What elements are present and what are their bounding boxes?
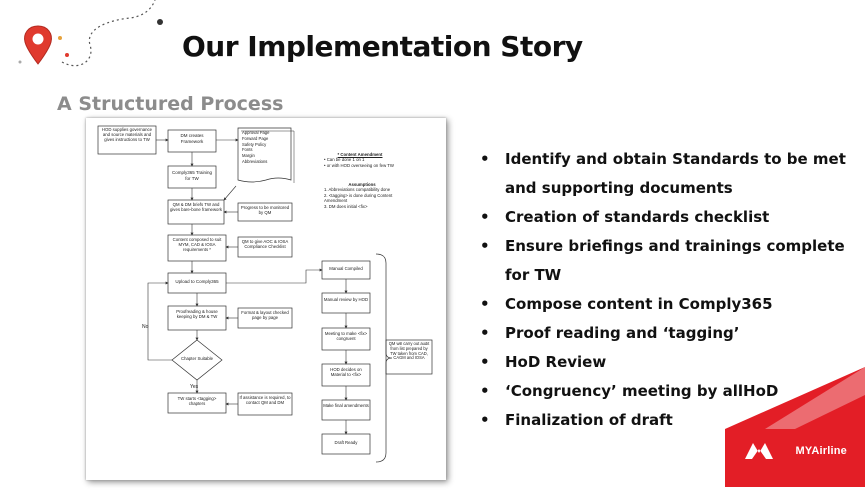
flow-right-meeting: Meeting to make <fix> congruent [321, 327, 371, 351]
slide-title: Our Implementation Story [182, 30, 583, 63]
flow-side-qm-checklist: QM to give AOC & IOSA Compliance Checkli… [237, 236, 293, 258]
flow-box-comply-training: Comply365 Training for TW [167, 165, 217, 189]
flow-label-yes: Yes [190, 384, 199, 390]
flow-note-assumptions: Assumptions 1. Abbreviations compatibili… [324, 182, 392, 209]
brand-name: MYAirline [795, 445, 847, 457]
flow-right-manual-compiled: Manual Compiled [321, 260, 371, 280]
brand-corner [725, 367, 865, 487]
process-flowchart: HOD supplies governance and source mater… [86, 118, 446, 480]
flow-right-hod-decides: HOD decides on Material to <fix> [321, 363, 371, 387]
flow-side-progress: Progress to be monitored by QM [237, 202, 293, 222]
list-item: Proof reading and ‘tagging’ [480, 319, 850, 348]
flow-box-proofreading: Proofreading & house keeping by DM & TW [167, 305, 227, 331]
flow-box-tw-tagging: TW starts <tagging> chapters [167, 392, 227, 414]
flow-side-format-check: Format & layout checked page by page [237, 307, 293, 329]
decor-map-pin [0, 0, 200, 90]
flow-doc-framework-items: Approval Page Forward Page Safety Policy… [237, 127, 295, 183]
flow-box-upload: Upload to Comply365 [167, 272, 227, 294]
flow-note-audit: QM will carry out audit from list prepar… [385, 339, 433, 375]
list-item: Finalization of draft [480, 406, 850, 435]
flow-label-no: No [142, 324, 149, 330]
process-steps-list: Identify and obtain Standards to be met … [480, 145, 850, 435]
flow-diamond-chapter-suitable: Chapter Suitable [171, 339, 223, 381]
flow-box-dm-creates-framework: DM creates Framework [167, 129, 217, 153]
flow-right-final-amendments: Make final amendments [321, 399, 371, 421]
flow-right-draft-ready: Draft Ready [321, 433, 371, 455]
slide-subtitle: A Structured Process [57, 93, 284, 115]
flow-note-content-amendment: * Content Amendment • Can be done 1 on 1… [324, 152, 394, 168]
list-item: ‘Congruency’ meeting by allHoD [480, 377, 850, 406]
flow-box-content-composed: Content composed to suit MYM, CAD & IOSA… [167, 234, 227, 262]
airline-logo-icon [745, 443, 773, 459]
list-item: Ensure briefings and trainings complete … [480, 232, 850, 290]
flow-right-manual-review: Manual review by HOD [321, 292, 371, 314]
map-pin-icon [24, 25, 52, 65]
list-item: HoD Review [480, 348, 850, 377]
list-item: Identify and obtain Standards to be met … [480, 145, 850, 203]
flow-box-qm-dm-briefs: QM & DM briefs TW and gives bare-bone fr… [167, 199, 225, 225]
flow-box-hod-supplies: HOD supplies governance and source mater… [97, 125, 157, 155]
list-item: Creation of standards checklist [480, 203, 850, 232]
list-item: Compose content in Comply365 [480, 290, 850, 319]
flow-side-assistance: If assistance is required, to contact QM… [237, 392, 293, 416]
